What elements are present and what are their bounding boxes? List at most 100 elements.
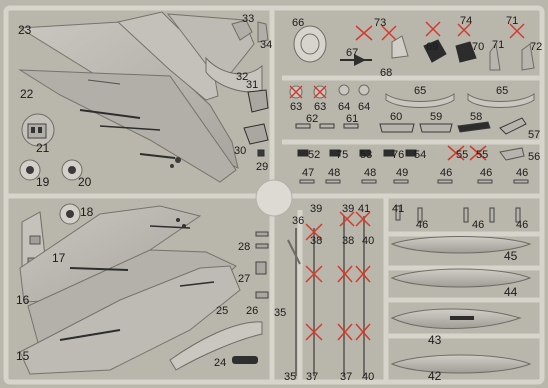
part-number: 47 [302, 167, 314, 179]
part-number: 34 [260, 39, 272, 51]
part-number: 74 [460, 15, 472, 27]
part-number: 62 [306, 113, 318, 125]
row-57-62 [295, 117, 527, 135]
part-number: 16 [16, 293, 30, 307]
part-number: 26 [246, 305, 258, 317]
part-number: 59 [430, 111, 442, 123]
part-number: 46 [416, 219, 428, 231]
part-number: 23 [18, 23, 32, 37]
part-number: 46 [516, 219, 528, 231]
part-number: 63 [290, 101, 302, 113]
part-number: 72 [530, 41, 542, 53]
part-number: 18 [80, 205, 94, 219]
part-number: 43 [428, 333, 442, 347]
part-number: 38 [310, 235, 322, 247]
part-number: 73 [374, 17, 386, 29]
part-number: 76 [392, 149, 404, 161]
part-number: 64 [358, 101, 370, 113]
part-number: 17 [52, 251, 66, 265]
part-number: 31 [246, 79, 258, 91]
part-number: 71 [492, 39, 504, 51]
part-number: 46 [516, 167, 528, 179]
part-number: 42 [428, 369, 442, 383]
sprue-hub [255, 179, 293, 217]
part-number: 39 [342, 203, 354, 215]
part-number: 35 [284, 371, 296, 383]
part-number: 71 [506, 15, 518, 27]
part-number: 75 [336, 149, 348, 161]
part-number: 40 [362, 235, 374, 247]
part-number: 63 [314, 101, 326, 113]
small-parts-top [391, 35, 535, 71]
part-number: 40 [362, 371, 374, 383]
tank-pylons [395, 205, 521, 223]
part-numbers: 23 22 21 19 20 18 17 16 15 33 34 32 31 3… [16, 13, 542, 383]
part-number: 48 [328, 167, 340, 179]
part-number: 32 [236, 71, 248, 83]
part-number: 22 [20, 87, 34, 101]
part-number: 53 [360, 149, 372, 161]
part-number: 38 [342, 235, 354, 247]
part-21-box [21, 113, 55, 147]
part-number: 24 [214, 357, 226, 369]
part-number: 45 [504, 249, 518, 263]
row-52-56 [297, 147, 525, 161]
part-number: 65 [496, 85, 508, 97]
part-number: 46 [472, 219, 484, 231]
part-number: 15 [16, 349, 30, 363]
part-number: 37 [306, 371, 318, 383]
part-number: 41 [358, 203, 370, 215]
part-number: 41 [392, 203, 404, 215]
drop-tanks [390, 236, 532, 374]
part-number: 27 [238, 273, 250, 285]
part-number: 55 [476, 149, 488, 161]
wheel-18 [59, 203, 81, 225]
part-number: 46 [440, 167, 452, 179]
part-number: 60 [390, 111, 402, 123]
part-number: 66 [292, 17, 304, 29]
middle-rods [287, 216, 365, 376]
part-number: 46 [480, 167, 492, 179]
part-number: 57 [528, 129, 540, 141]
part-number: 29 [256, 161, 268, 173]
part-67 [340, 54, 372, 66]
part-number: 55 [456, 149, 468, 161]
parts-33-34 [231, 19, 269, 43]
part-number: 20 [78, 175, 92, 189]
part-number: 25 [216, 305, 228, 317]
part-number: 69 [426, 41, 438, 53]
part-25-blade [169, 321, 263, 371]
parts-26-28 [255, 231, 269, 299]
part-number: 64 [338, 101, 350, 113]
part-number: 56 [528, 151, 540, 163]
part-number: 68 [380, 67, 392, 79]
part-number: 48 [364, 167, 376, 179]
lower-left-wing-parts [19, 205, 241, 375]
part-number: 65 [414, 85, 426, 97]
part-number: 39 [310, 203, 322, 215]
part-number: 33 [242, 13, 254, 25]
wheels-19-20 [19, 159, 83, 181]
part-number: 19 [36, 175, 50, 189]
part-number: 44 [504, 285, 518, 299]
part-number: 37 [340, 371, 352, 383]
part-66-wheel [293, 25, 327, 63]
part-number: 70 [472, 41, 484, 53]
upper-left-wing-parts [18, 11, 255, 183]
row-46-49 [299, 179, 529, 184]
part-number: 36 [292, 215, 304, 227]
sprue-frame [3, 5, 545, 385]
part-number: 30 [234, 145, 246, 157]
part-number: 21 [36, 141, 50, 155]
parts-30-31 [243, 89, 269, 157]
part-number: 49 [396, 167, 408, 179]
part-number: 61 [346, 113, 358, 125]
part-number: 58 [470, 111, 482, 123]
part-number: 54 [414, 149, 426, 161]
part-number: 52 [308, 149, 320, 161]
part-number: 28 [238, 241, 250, 253]
red-cross-marks [289, 21, 525, 341]
part-number: 35 [274, 307, 286, 319]
